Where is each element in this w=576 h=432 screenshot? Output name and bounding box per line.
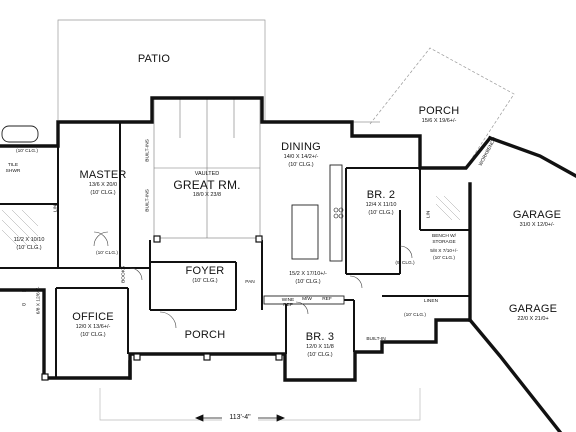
exterior-walls	[0, 96, 576, 432]
porch-rear-label: PORCH 15/6 X 19/6+/-	[418, 105, 460, 124]
overall-width-dimension: 113'-4"	[222, 414, 258, 421]
linen-label-br2: LIN	[426, 210, 432, 219]
br2-label: BR. 2 12/4 X 11/10 (10' CLG.)	[365, 189, 397, 216]
pan-label: PAN	[245, 280, 255, 285]
linen-label-master: LIN	[53, 204, 59, 213]
microwave-label: M/W	[302, 297, 312, 302]
porch-columns	[41, 235, 283, 381]
dining-label: DINING 14/0 X 14/2+/- (10' CLG.)	[281, 141, 321, 168]
built-ins-upper: BUILT-INS	[145, 139, 151, 162]
laundry-size-label: 6/8 X 12/6+/-	[36, 286, 42, 315]
great-room-label: VAULTED GREAT RM. 18/0 X 23/8	[173, 171, 241, 198]
garage-second-label: GARAGE 22/0 X 21/0+	[508, 303, 558, 322]
linen-label-hall: LINEN	[423, 299, 439, 304]
kitchen-size-label: 15/2 X 17/10+/- (10' CLG.)	[289, 271, 327, 285]
built-in-br3: BUILT-IN	[366, 337, 386, 342]
office-label: OFFICE 12/0 X 13/6+/- (10' CLG.)	[72, 311, 114, 338]
bench-storage-label: BENCH W/ STORAGE	[432, 234, 456, 245]
patio-label: PATIO	[137, 53, 171, 65]
washer-label: W	[21, 289, 27, 294]
ref-label: REF	[322, 297, 332, 302]
door-swings	[93, 231, 413, 329]
dryer-label: D	[22, 303, 26, 308]
storage-hall-label: 5/8 X 7/10+/- (10' CLG.)	[430, 249, 458, 261]
tile-hatch	[1, 195, 461, 247]
wine-ref-label: WINE REF	[281, 298, 295, 309]
porch-front-label: PORCH	[184, 329, 226, 341]
garage-main-label: GARAGE 31/0 X 12/0+/-	[512, 209, 562, 228]
range-burners	[333, 207, 344, 219]
interior-walls	[0, 122, 470, 378]
clg-hall: (10' CLG.)	[96, 251, 118, 256]
bathtub	[1, 125, 39, 143]
books-label: BOOKS	[121, 265, 127, 283]
built-ins-lower: BUILT-INS	[145, 189, 151, 212]
bath-master-label: 11/2 X 10/10 (10' CLG.)	[13, 237, 45, 251]
clg-hall-br3: (10' CLG.)	[404, 313, 426, 318]
clg-master-bath: (10' CLG.)	[16, 149, 38, 154]
tile-shower-label: TILE SHWR	[5, 163, 21, 175]
great-room-glazing	[153, 97, 261, 239]
clg-9-label: (9' CLG.)	[395, 261, 415, 266]
master-label: MASTER 13/6 X 20/0 (10' CLG.)	[79, 169, 127, 196]
kitchen-counters	[263, 164, 345, 305]
br3-label: BR. 3 12/0 X 11/8 (10' CLG.)	[305, 331, 335, 358]
foyer-label: FOYER (10' CLG.)	[185, 265, 225, 284]
